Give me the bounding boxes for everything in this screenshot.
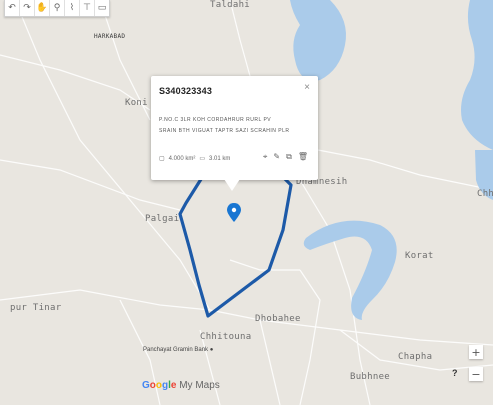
place-label-bubhnee: Bubhnee — [350, 372, 391, 382]
place-label-chh: Chh — [477, 189, 493, 199]
copy-icon[interactable]: ⧉ — [286, 152, 292, 161]
feature-info-popup: S340323343 × P.NO.C 3LR KOH CORDAHRUR RU… — [151, 76, 318, 180]
line-icon[interactable]: ⌇ — [65, 0, 80, 16]
popup-description-line-2: SRAIN BTH VIGUAT TAPTR SAZI SCRAHIN PLR — [159, 128, 290, 134]
zoom-out-button[interactable]: − — [469, 367, 483, 381]
undo-icon[interactable]: ↶ — [5, 0, 20, 16]
filter-icon[interactable]: ⊤ — [80, 0, 95, 16]
ruler-icon[interactable]: ▭ — [97, 3, 107, 13]
map-toolbar: ↶ ↷ ✋ ⚲ ⌇ ⊤ ▭ — [4, 0, 110, 17]
place-label-harkabad: HARKABAD — [94, 33, 126, 40]
delete-icon[interactable]: 🗑 — [297, 152, 308, 161]
edit-icon[interactable]: ✎ — [273, 152, 281, 161]
poi-label-bank: Panchayat Gramin Bank ● — [143, 347, 214, 353]
popup-pointer — [224, 179, 240, 191]
place-label-chapha: Chapha — [398, 352, 433, 362]
zoom-in-button[interactable]: + — [469, 345, 483, 359]
length-icon: ▭ — [199, 156, 206, 162]
hand-icon[interactable]: ✋ — [35, 0, 50, 16]
place-label-chhitouna: Chhitouna — [200, 332, 252, 342]
marker-icon[interactable]: ⚲ — [50, 0, 65, 16]
place-label-dhobahee: Dhobahee — [255, 314, 301, 324]
style-icon[interactable]: ⌖ — [262, 152, 268, 161]
google-my-maps-logo: Google My Maps — [142, 380, 220, 391]
location-marker-icon[interactable] — [227, 203, 241, 222]
place-label-korat: Korat — [405, 251, 434, 261]
redo-icon[interactable]: ↷ — [20, 0, 35, 16]
close-icon[interactable]: × — [304, 82, 310, 93]
area-icon: ▢ — [159, 156, 165, 162]
place-label-palgai: Palgai — [145, 214, 180, 224]
place-label-tinar: pur Tinar — [10, 303, 62, 313]
popup-length: 3.01 km — [209, 155, 231, 162]
popup-measurements: ▢ 4.000 km² ▭ 3.01 km — [159, 155, 231, 163]
popup-actions: ⌖ ✎ ⧉ 🗑 — [263, 152, 308, 162]
popup-title: S340323343 — [159, 86, 213, 96]
land-parcel-polygon[interactable] — [178, 174, 293, 318]
popup-description-line-1: P.NO.C 3LR KOH CORDAHRUR RURL PV — [159, 117, 272, 123]
place-label-koni: Koni — [125, 98, 148, 108]
place-label-dhamnesih: Dhamnesih — [296, 177, 348, 187]
help-button[interactable]: ? — [452, 368, 458, 378]
popup-area: 4.000 km² — [168, 155, 196, 162]
place-label-taldahi: Taldahi — [210, 0, 251, 10]
